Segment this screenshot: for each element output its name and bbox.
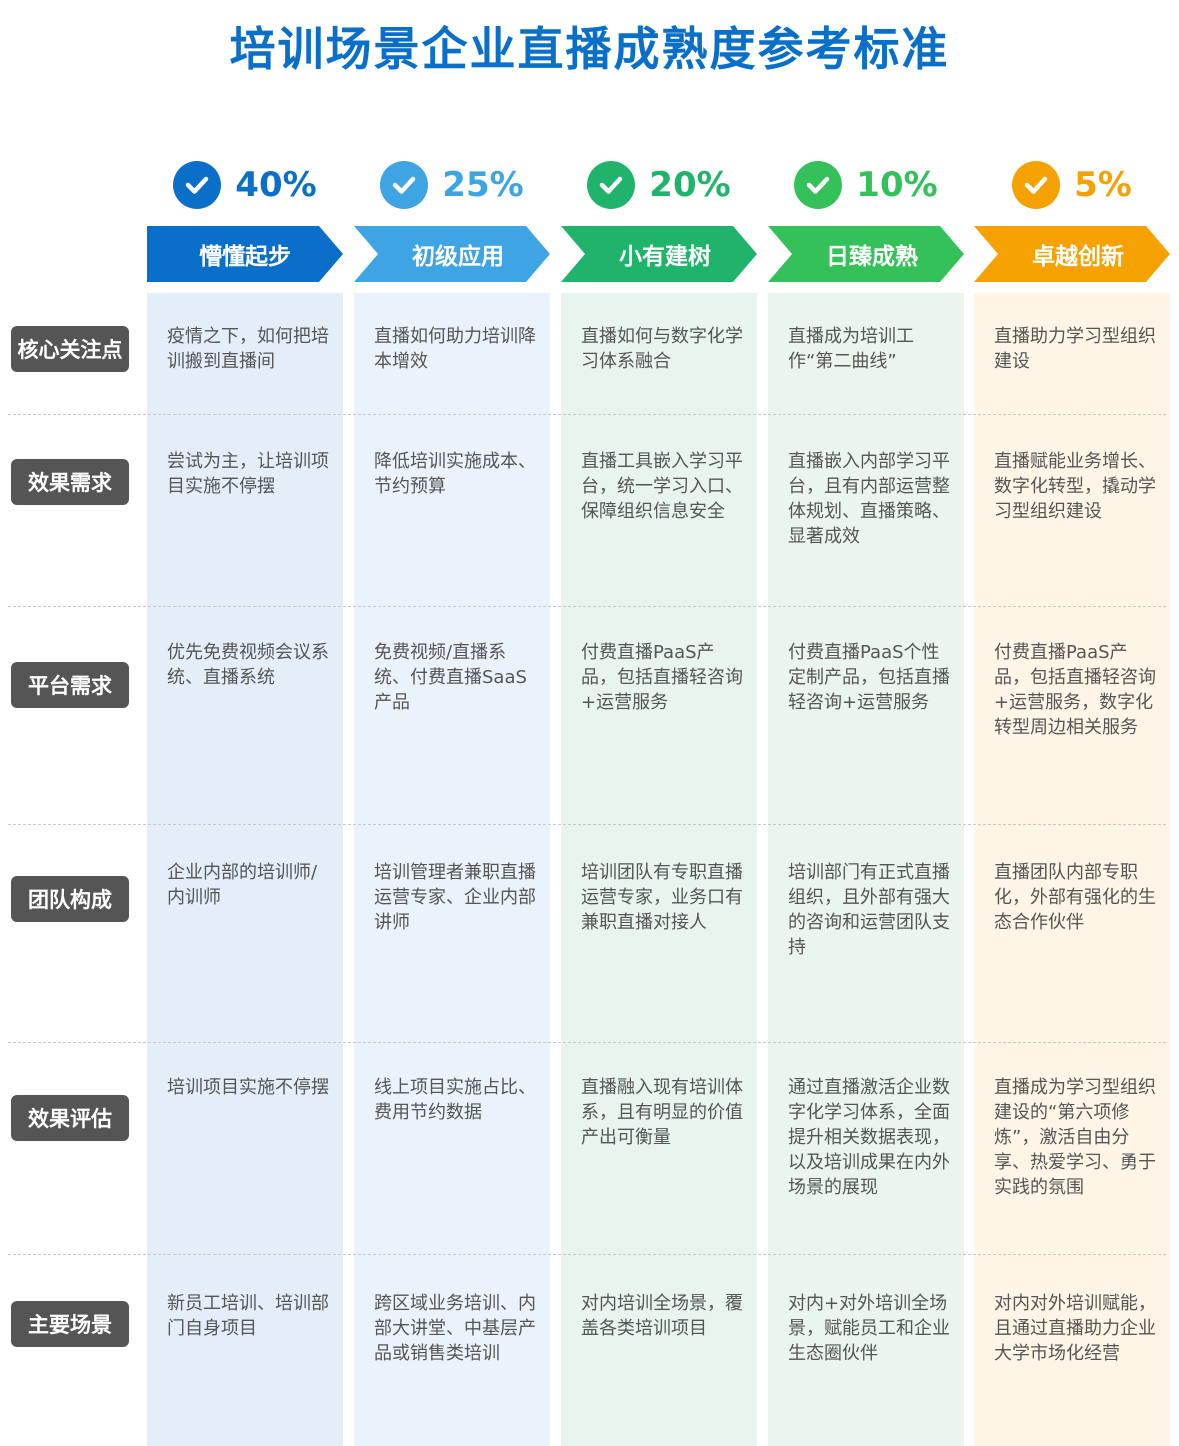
table-cell: 培训管理者兼职直播运营专家、企业内部讲师 [374,862,536,933]
column-background [974,293,1170,1446]
column-background [354,293,550,1446]
row-divider [8,606,1166,607]
page-title: 培训场景企业直播成熟度参考标准 [229,22,950,76]
table-cell: 降低培训实施成本、节约预算 [374,451,536,497]
stage-banner: 卓越创新 [974,226,1170,282]
stage-banner: 懵懂起步 [147,226,343,282]
percentage-value: 20% [649,165,731,205]
row-divider [8,824,1166,825]
table-cell: 直播如何助力培训降本增效 [374,326,536,372]
percentage-header: 25% [354,160,550,210]
stage-banner: 小有建树 [561,226,757,282]
percentage-header: 5% [974,160,1170,210]
table-cell: 线上项目实施占比、费用节约数据 [374,1077,536,1123]
table-cell: 对内对外培训赋能，且通过直播助力企业大学市场化经营 [994,1293,1156,1364]
table-cell: 企业内部的培训师/内训师 [167,862,318,908]
table-cell: 付费直播PaaS产品，包括直播轻咨询+运营服务，数字化转型周边相关服务 [994,642,1156,738]
table-cell: 优先免费视频会议系统、直播系统 [167,642,329,688]
table-cell: 直播成为学习型组织建设的“第六项修炼”，激活自由分享、热爱学习、勇于实践的氛围 [994,1077,1156,1198]
row-divider [8,1042,1166,1043]
check-circle-icon [380,161,429,209]
row-label: 效果评估 [11,1095,129,1141]
stage-banner: 初级应用 [354,226,550,282]
column-background [147,293,343,1446]
row-divider [8,1254,1166,1255]
table-cell: 对内培训全场景，覆盖各类培训项目 [581,1293,743,1339]
check-circle-icon [794,161,843,209]
percentage-header: 20% [561,160,757,210]
table-cell: 培训项目实施不停摆 [167,1077,329,1098]
row-label: 主要场景 [11,1301,129,1347]
column-background [768,293,964,1446]
percentage-value: 5% [1074,165,1132,205]
table-cell: 直播成为培训工作“第二曲线” [788,326,914,372]
table-cell: 通过直播激活企业数字化学习体系，全面提升相关数据表现，以及培训成果在内外场景的展… [788,1077,950,1198]
table-cell: 直播助力学习型组织建设 [994,326,1156,372]
row-divider [8,414,1166,415]
stage-banner: 日臻成熟 [768,226,964,282]
table-cell: 培训部门有正式直播组织，且外部有强大的咨询和运营团队支持 [788,862,950,958]
row-label: 效果需求 [11,459,129,505]
percentage-header: 40% [147,160,343,210]
table-cell: 免费视频/直播系统、付费直播SaaS产品 [374,642,527,713]
check-circle-icon [1012,161,1061,209]
table-cell: 疫情之下，如何把培训搬到直播间 [167,326,329,372]
table-cell: 跨区域业务培训、内部大讲堂、中基层产品或销售类培训 [374,1293,536,1364]
percentage-header: 10% [768,160,964,210]
table-cell: 付费直播PaaS个性定制产品，包括直播轻咨询+运营服务 [788,642,950,713]
table-cell: 培训团队有专职直播运营专家，业务口有兼职直播对接人 [581,862,743,933]
percentage-value: 10% [856,165,938,205]
table-cell: 直播工具嵌入学习平台，统一学习入口、保障组织信息安全 [581,451,743,522]
percentage-value: 25% [442,165,524,205]
table-cell: 直播嵌入内部学习平台，且有内部运营整体规划、直播策略、显著成效 [788,451,950,547]
percentage-value: 40% [235,165,317,205]
table-cell: 付费直播PaaS产品，包括直播轻咨询+运营服务 [581,642,743,713]
table-cell: 直播如何与数字化学习体系融合 [581,326,743,372]
table-cell: 尝试为主，让培训项目实施不停摆 [167,451,329,497]
row-label: 平台需求 [11,662,129,708]
row-label: 核心关注点 [11,326,129,372]
table-cell: 直播融入现有培训体系，且有明显的价值产出可衡量 [581,1077,743,1148]
table-cell: 对内+对外培训全场景，赋能员工和企业生态圈伙伴 [788,1293,950,1364]
table-cell: 直播赋能业务增长、数字化转型，撬动学习型组织建设 [994,451,1156,522]
check-circle-icon [587,161,636,209]
column-background [561,293,757,1446]
table-cell: 直播团队内部专职化，外部有强化的生态合作伙伴 [994,862,1156,933]
row-label: 团队构成 [11,876,129,922]
check-circle-icon [173,161,222,209]
table-cell: 新员工培训、培训部门自身项目 [167,1293,329,1339]
